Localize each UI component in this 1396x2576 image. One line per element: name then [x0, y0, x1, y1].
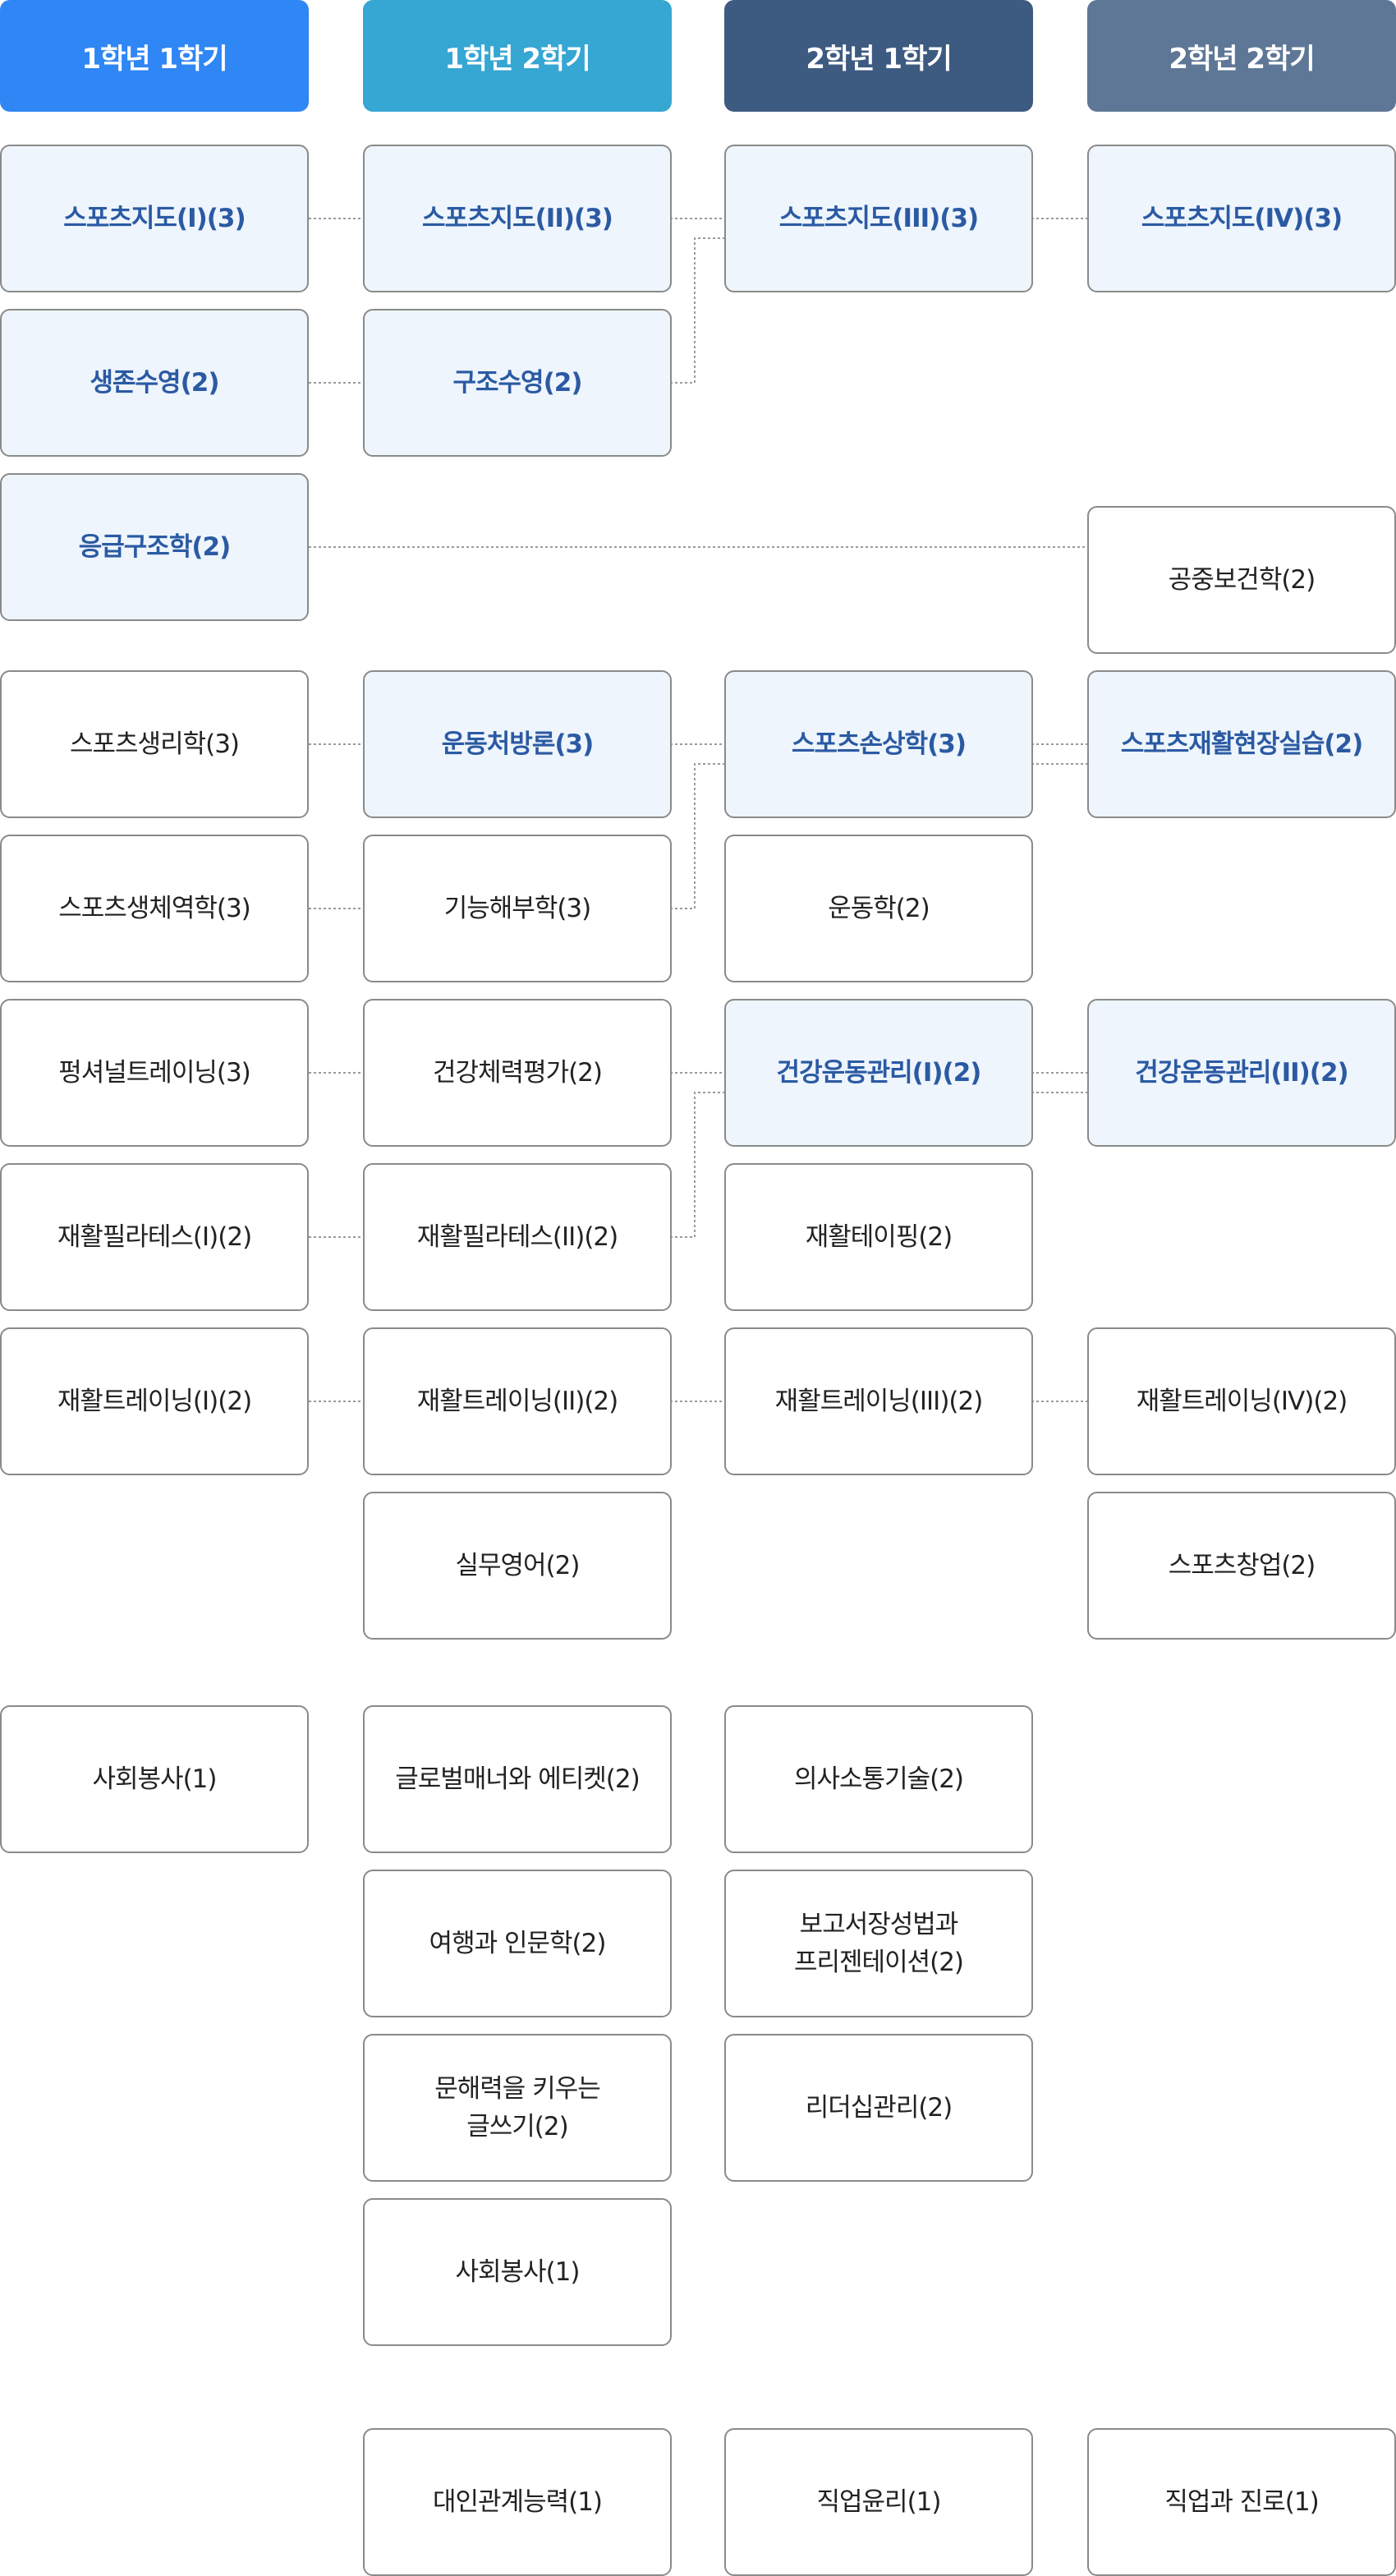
- course-box: 펑셔널트레이닝(3): [0, 999, 309, 1147]
- course-box: 스포츠재활현장실습(2): [1087, 670, 1396, 818]
- course-box: 재활테이핑(2): [724, 1163, 1033, 1311]
- course-label: 리더십관리(2): [805, 2093, 953, 2123]
- course-box: 구조수영(2): [363, 309, 672, 457]
- course-box: 사회봉사(1): [363, 2198, 672, 2346]
- course-box: 재활트레이닝(III)(2): [724, 1327, 1033, 1475]
- course-box: 재활트레이닝(II)(2): [363, 1327, 672, 1475]
- course-box: 생존수영(2): [0, 309, 309, 457]
- course-label: 재활트레이닝(II)(2): [416, 1387, 619, 1416]
- course-label: 스포츠창업(2): [1168, 1551, 1316, 1580]
- course-label: 응급구조학(2): [78, 532, 232, 562]
- course-label: 운동학(2): [828, 894, 930, 923]
- course-label: 의사소통기술(2): [793, 1764, 964, 1794]
- course-box: 운동학(2): [724, 835, 1033, 982]
- course-label: 스포츠생체역학(3): [58, 894, 251, 923]
- course-box: 대인관계능력(1): [363, 2428, 672, 2576]
- course-box: 응급구조학(2): [0, 473, 309, 621]
- course-label: 재활트레이닝(I)(2): [57, 1387, 252, 1416]
- course-label: 글로벌매너와 에티켓(2): [395, 1764, 640, 1794]
- course-box: 재활트레이닝(IV)(2): [1087, 1327, 1396, 1475]
- course-label: 구조수영(2): [452, 368, 583, 398]
- course-label: 스포츠재활현장실습(2): [1120, 729, 1364, 759]
- course-box: 사회봉사(1): [0, 1705, 309, 1853]
- course-box: 리더십관리(2): [724, 2034, 1033, 2182]
- course-box: 스포츠지도(IV)(3): [1087, 145, 1396, 292]
- course-label: 여행과 인문학(2): [429, 1929, 607, 1958]
- course-label: 문해력을 키우는 글쓰기(2): [434, 2074, 600, 2141]
- course-box: 스포츠생체역학(3): [0, 835, 309, 982]
- course-label: 보고서장성법과 프리젠테이션(2): [793, 1910, 964, 1977]
- course-label: 직업과 진로(1): [1164, 2487, 1319, 2517]
- course-box: 실무영어(2): [363, 1492, 672, 1640]
- course-label: 건강운동관리(I)(2): [776, 1058, 982, 1088]
- course-box: 스포츠손상학(3): [724, 670, 1033, 818]
- course-label: 기능해부학(3): [443, 894, 592, 923]
- course-box: 의사소통기술(2): [724, 1705, 1033, 1853]
- course-label: 스포츠생리학(3): [69, 729, 240, 759]
- course-box: 운동처방론(3): [363, 670, 672, 818]
- course-box: 스포츠생리학(3): [0, 670, 309, 818]
- course-label: 펑셔널트레이닝(3): [58, 1058, 251, 1088]
- course-label: 재활트레이닝(III)(2): [774, 1387, 984, 1416]
- course-box: 스포츠지도(II)(3): [363, 145, 672, 292]
- header-year1-sem2: 1학년 2학기: [363, 0, 672, 112]
- course-box: 재활필라테스(I)(2): [0, 1163, 309, 1311]
- course-label: 스포츠지도(IV)(3): [1141, 204, 1343, 233]
- course-label: 대인관계능력(1): [432, 2487, 603, 2517]
- course-label: 스포츠지도(I)(3): [63, 204, 246, 233]
- course-box: 재활트레이닝(I)(2): [0, 1327, 309, 1475]
- course-box: 건강운동관리(I)(2): [724, 999, 1033, 1147]
- header-year1-sem1: 1학년 1학기: [0, 0, 309, 112]
- course-box: 보고서장성법과 프리젠테이션(2): [724, 1870, 1033, 2017]
- course-label: 스포츠지도(III)(3): [778, 204, 979, 233]
- course-box: 스포츠창업(2): [1087, 1492, 1396, 1640]
- course-label: 직업윤리(1): [816, 2487, 942, 2517]
- course-label: 스포츠지도(II)(3): [422, 204, 613, 233]
- course-label: 건강운동관리(II)(2): [1135, 1058, 1348, 1088]
- course-box: 건강체력평가(2): [363, 999, 672, 1147]
- course-label: 재활필라테스(II)(2): [416, 1222, 619, 1252]
- course-label: 재활트레이닝(IV)(2): [1136, 1387, 1348, 1416]
- course-box: 재활필라테스(II)(2): [363, 1163, 672, 1311]
- header-year2-sem1: 2학년 1학기: [724, 0, 1033, 112]
- course-box: 글로벌매너와 에티켓(2): [363, 1705, 672, 1853]
- course-label: 생존수영(2): [90, 368, 220, 398]
- course-label: 실무영어(2): [455, 1551, 581, 1580]
- course-box: 스포츠지도(I)(3): [0, 145, 309, 292]
- course-box: 공중보건학(2): [1087, 506, 1396, 654]
- course-box: 건강운동관리(II)(2): [1087, 999, 1396, 1147]
- course-box: 직업윤리(1): [724, 2428, 1033, 2576]
- course-box: 문해력을 키우는 글쓰기(2): [363, 2034, 672, 2182]
- course-label: 운동처방론(3): [441, 729, 595, 759]
- course-box: 기능해부학(3): [363, 835, 672, 982]
- course-label: 사회봉사(1): [92, 1764, 218, 1794]
- course-label: 재활필라테스(I)(2): [57, 1222, 252, 1252]
- course-label: 재활테이핑(2): [805, 1222, 953, 1252]
- course-label: 공중보건학(2): [1168, 565, 1316, 595]
- course-label: 건강체력평가(2): [432, 1058, 603, 1088]
- course-box: 여행과 인문학(2): [363, 1870, 672, 2017]
- course-label: 사회봉사(1): [455, 2257, 581, 2287]
- course-box: 직업과 진로(1): [1087, 2428, 1396, 2576]
- course-box: 스포츠지도(III)(3): [724, 145, 1033, 292]
- course-label: 스포츠손상학(3): [791, 729, 967, 759]
- header-year2-sem2: 2학년 2학기: [1087, 0, 1396, 112]
